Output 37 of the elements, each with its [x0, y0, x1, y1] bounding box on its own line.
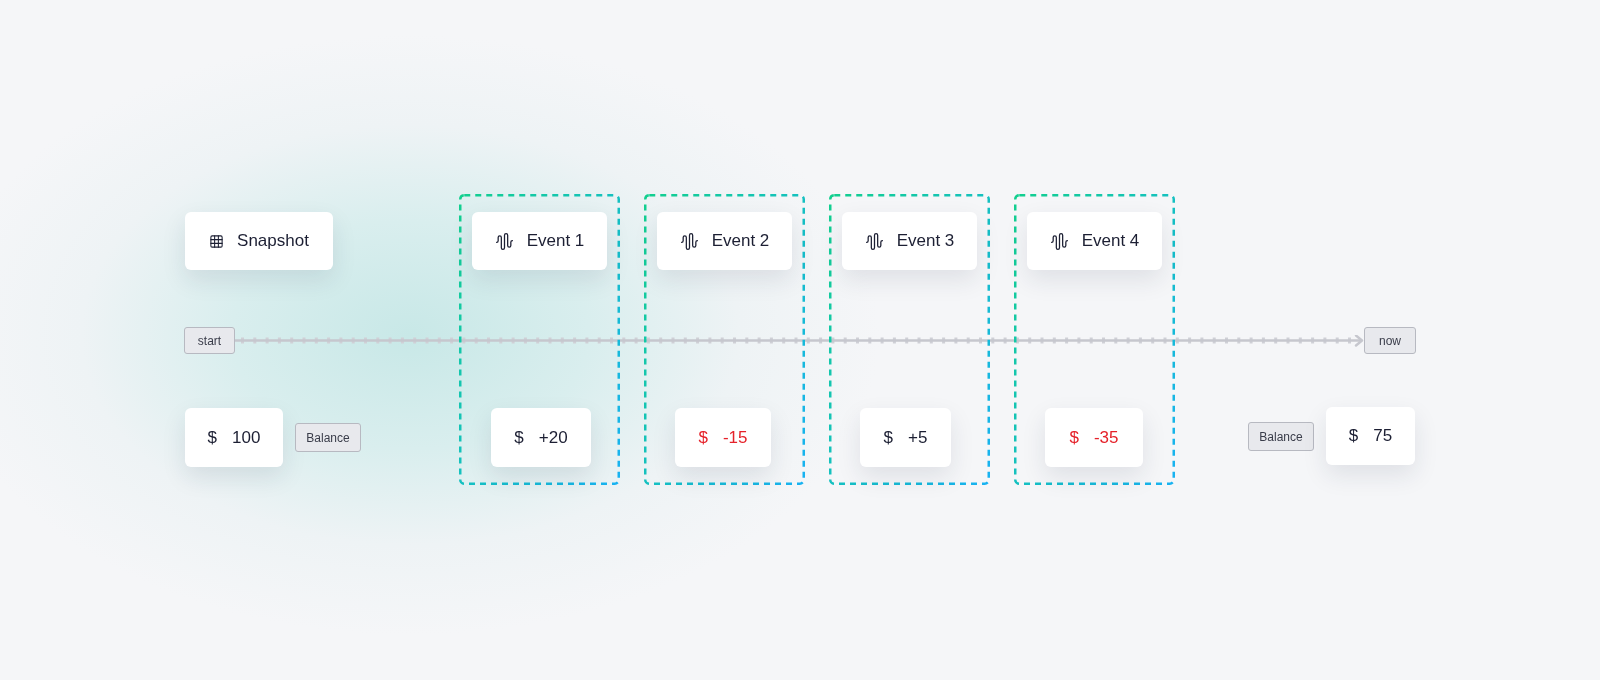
currency-symbol: $ [207, 426, 218, 449]
event-card [185, 212, 333, 270]
dashed-group-frame [459, 194, 620, 485]
amount-value: -15 [722, 426, 748, 449]
amount-card [491, 408, 591, 467]
amount-card [860, 408, 951, 467]
amount-value: +5 [908, 426, 928, 449]
card-label: Event 2 [711, 230, 770, 253]
card-label: Event 4 [1081, 230, 1140, 253]
currency-symbol: $ [883, 426, 894, 449]
card-label: Event 1 [526, 230, 585, 253]
card-label: Snapshot [237, 230, 309, 253]
card-label: Event 3 [896, 230, 955, 253]
currency-symbol: $ [514, 426, 524, 449]
amount-value: 100 [232, 426, 261, 449]
event-card [1027, 212, 1162, 270]
timeline-arrow [235, 334, 1364, 347]
amount-value: 75 [1373, 425, 1393, 448]
dashed-group-frame [829, 194, 990, 485]
amount-card [1045, 408, 1143, 467]
amount-value: +20 [538, 426, 568, 449]
amount-card [185, 408, 283, 467]
amount-value: -35 [1093, 426, 1119, 449]
event-card [842, 212, 977, 270]
currency-symbol: $ [1069, 426, 1079, 449]
currency-symbol: $ [1348, 425, 1359, 448]
dashed-group-frame [644, 194, 805, 485]
amount-card [1326, 407, 1415, 465]
tag-label: Balance [295, 423, 361, 452]
tag-label: now [1364, 327, 1416, 354]
amount-card [675, 408, 771, 467]
event-card [657, 212, 792, 270]
dashed-group-frame [1014, 194, 1175, 485]
currency-symbol: $ [698, 426, 708, 449]
tag-label: Balance [1248, 422, 1314, 451]
event-card [472, 212, 607, 270]
tag-label: start [184, 327, 235, 354]
